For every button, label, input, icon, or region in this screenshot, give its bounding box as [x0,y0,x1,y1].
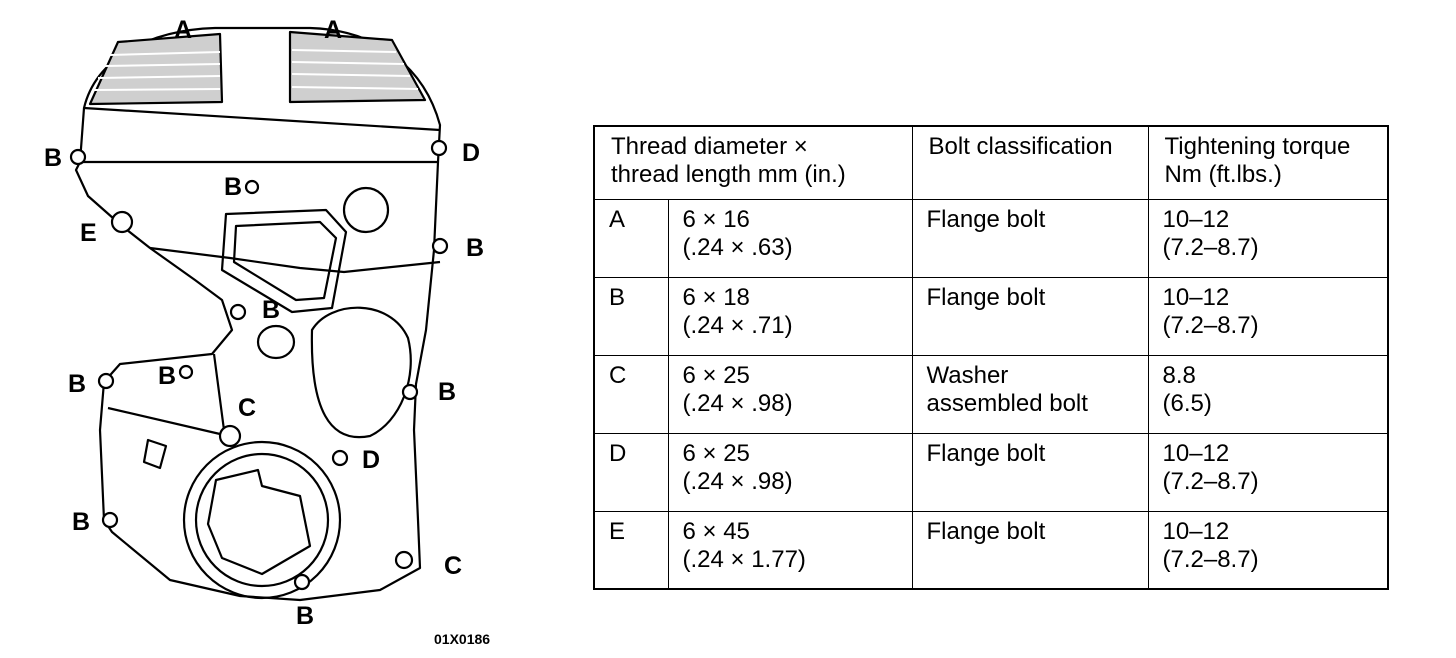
bolt-classification: Flange bolt [911,198,1149,278]
callout-b8: B [72,508,90,536]
bolt-b8 [101,511,119,529]
bolt-b5 [97,372,115,390]
upper-gasket-line [149,246,441,274]
table-header-row: Thread diameter × thread length mm (in.)… [593,125,1389,200]
bolt-b6 [178,364,194,380]
bolt-letter: B [593,276,669,356]
callout-b4: B [262,296,280,324]
bolt-letter: C [593,354,669,434]
bolt-dimensions: 6 × 45 (.24 × 1.77) [667,510,913,590]
bolt-c1 [218,424,242,448]
bolt-b7 [401,383,419,401]
callout-b5: B [68,370,86,398]
table-row: A 6 × 16 (.24 × .63) Flange bolt 10–12 (… [593,198,1389,278]
header-thread: Thread diameter × thread length mm (in.) [593,125,913,200]
window [232,220,338,302]
bolt-classification: Flange bolt [911,432,1149,512]
upper-cover-rib [83,106,441,132]
bolt-torque: 10–12 (7.2–8.7) [1147,510,1389,590]
bolt-torque: 8.8 (6.5) [1147,354,1389,434]
bolt-dimensions: 6 × 25 (.24 × .98) [667,432,913,512]
bolt-letter: D [593,432,669,512]
bolt-b1 [69,148,87,166]
table-row: D 6 × 25 (.24 × .98) Flange bolt 10–12 (… [593,432,1389,512]
callout-b1: B [44,144,62,172]
left-fin-pad [88,32,224,106]
side-opening [310,306,412,439]
header-torque: Tightening torque Nm (ft.lbs.) [1147,125,1389,200]
bolt-classification: Flange bolt [911,276,1149,356]
bolt-c2 [394,550,414,570]
callout-b7: B [438,378,456,406]
callout-c1: C [238,394,256,422]
callout-c2: C [444,552,462,580]
table-row: C 6 × 25 (.24 × .98) Washer assembled bo… [593,354,1389,434]
callout-b6: B [158,362,176,390]
bolt-classification: Washer assembled bolt [911,354,1149,434]
figure-code: 01X0186 [434,631,490,647]
callout-a-left: A [174,16,192,44]
bolt-b2 [244,179,260,195]
table-row: B 6 × 18 (.24 × .71) Flange bolt 10–12 (… [593,276,1389,356]
bolt-e1 [110,210,134,234]
bolt-d2 [331,449,349,467]
bolt-torque: 10–12 (7.2–8.7) [1147,276,1389,356]
callout-b3: B [466,234,484,262]
callout-b9: B [296,602,314,630]
callout-e1: E [80,219,97,247]
bolt-d1 [430,139,448,157]
upper-round-opening [342,186,390,234]
bolt-torque: 10–12 (7.2–8.7) [1147,432,1389,512]
bolt-b3 [431,237,449,255]
bolt-dimensions: 6 × 25 (.24 × .98) [667,354,913,434]
crank-pulley-outer [182,440,342,600]
bolt-classification: Flange bolt [911,510,1149,590]
callout-b2: B [224,173,242,201]
bolt-letter: A [593,198,669,278]
bolt-torque: 10–12 (7.2–8.7) [1147,198,1389,278]
header-classification: Bolt classification [911,125,1149,200]
callout-d2: D [362,446,380,474]
bolt-dimensions: 6 × 16 (.24 × .63) [667,198,913,278]
bolt-torque-table: Thread diameter × thread length mm (in.)… [593,125,1389,590]
crank-opening [206,468,312,576]
callout-d1: D [462,139,480,167]
bolt-b4 [229,303,247,321]
right-fin-pad [288,30,427,104]
bolt-dimensions: 6 × 18 (.24 × .71) [667,276,913,356]
callout-a-right: A [324,16,342,44]
timing-cover-diagram: A A B B D E B B B B B C D B C B 01X0186 [44,16,490,647]
bolt-b9 [293,573,311,591]
table-row: E 6 × 45 (.24 × 1.77) Flange bolt 10–12 … [593,510,1389,590]
bolt-letter: E [593,510,669,590]
